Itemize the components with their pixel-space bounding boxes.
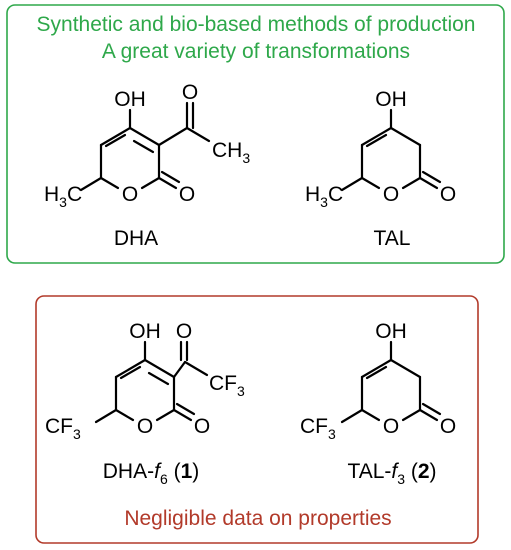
dha-ring-oxygen: O [122,183,138,206]
molecule-tal: OH O O H3C TAL [305,88,456,250]
dha-bonds [79,101,211,192]
dha-f6-ring-oxygen: O [137,415,153,438]
tal-f3-carbonyl-oxygen: O [440,415,456,438]
tal-hydroxyl: OH [375,88,407,111]
tal-f3-hydroxyl: OH [375,320,407,343]
tal-carbonyl-oxygen: O [440,183,456,206]
dha-methyl-ch3: CH3 [212,139,250,166]
top-panel-heading-line1: Synthetic and bio-based methods of produ… [37,13,476,36]
dha-hydroxyl: OH [114,88,146,111]
molecule-dha-f6: OH O CF3 O O CF3 DHA-f6 (1) [45,320,245,487]
dha-h3c-group: H3C [44,183,82,210]
dha-f6-bonds [94,340,209,424]
dha-carbonyl-oxygen: O [179,183,195,206]
dha-f6-caption: DHA-f6 (1) [103,460,200,487]
dha-f6-acyl-oxygen: O [176,320,192,343]
dha-f6-carbonyl-oxygen: O [194,415,210,438]
dha-caption: DHA [114,227,158,250]
dha-f6-cf3-right: CF3 [209,372,245,399]
tal-ring-oxygen: O [383,183,399,206]
molecule-tal-f3: OH O O CF3 TAL-f3 (2) [300,320,456,487]
molecule-dha: OH O CH3 O O H3C DHA [44,81,250,250]
top-panel-heading-line2: A great variety of transformations [102,40,410,63]
dha-f6-cf3-left: CF3 [45,415,81,442]
tal-h3c-group: H3C [305,183,343,210]
dha-f6-hydroxyl: OH [129,320,161,343]
tal-bonds [340,108,442,192]
dha-acetyl-oxygen: O [182,81,198,104]
tal-f3-cf3-left: CF3 [300,415,336,442]
bottom-panel-frame [35,295,479,544]
tal-f3-caption: TAL-f3 (2) [347,460,436,487]
top-panel-frame [6,4,505,264]
bottom-panel-footer: Negligible data on properties [124,507,391,530]
tal-caption: TAL [374,227,411,250]
tal-f3-ring-oxygen: O [383,415,399,438]
tal-f3-bonds [340,340,442,424]
